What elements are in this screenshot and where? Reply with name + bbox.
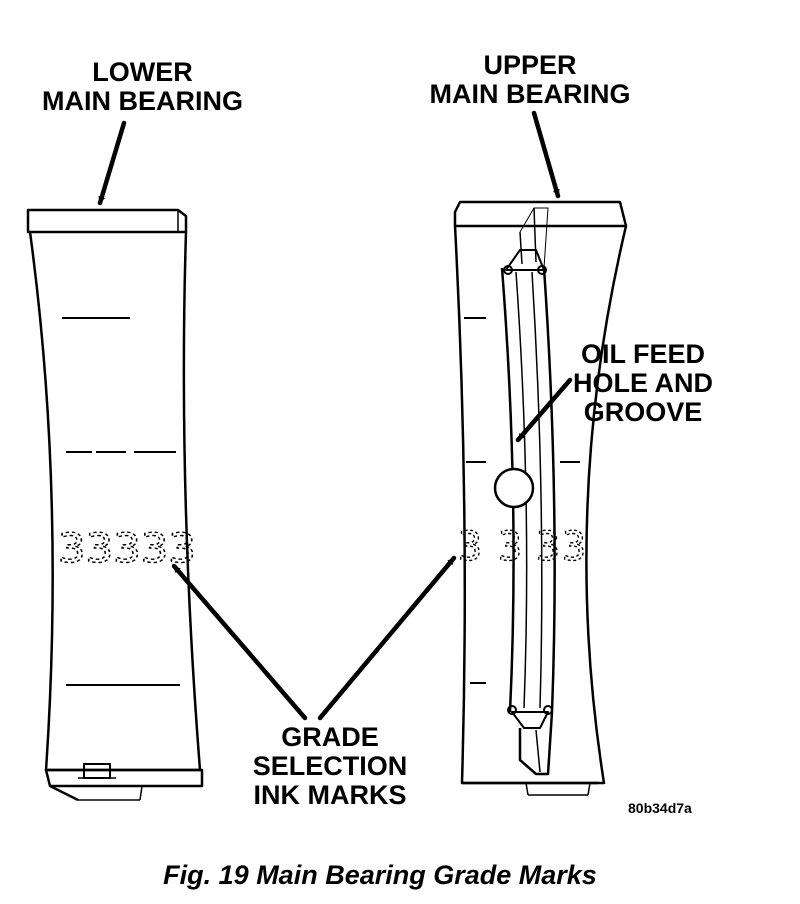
svg-text:3: 3 bbox=[536, 524, 560, 570]
oil-feed-label: OIL FEED HOLE AND GROOVE bbox=[573, 339, 713, 427]
svg-text:3: 3 bbox=[458, 524, 482, 570]
upper-main-bearing bbox=[453, 200, 628, 796]
leader-arrows bbox=[97, 110, 573, 721]
reference-code: 80b34d7a bbox=[628, 800, 692, 816]
grade-selection-label: GRADE SELECTION INK MARKS bbox=[252, 722, 408, 810]
lower-main-bearing-label: LOWER MAIN BEARING bbox=[42, 57, 243, 116]
grade-leader-left bbox=[171, 563, 308, 721]
figure-caption: Fig. 19 Main Bearing Grade Marks bbox=[163, 860, 597, 890]
lower-main-bearing bbox=[26, 208, 204, 802]
upper-bearing-leader bbox=[531, 110, 561, 199]
svg-text:3: 3 bbox=[562, 524, 586, 570]
svg-text:3: 3 bbox=[498, 524, 522, 570]
oil-feed-hole bbox=[493, 467, 535, 509]
oil-feed-leader bbox=[515, 377, 573, 443]
grade-leader-right bbox=[317, 555, 457, 721]
upper-ink-marks: 3 3 3 3 bbox=[457, 523, 586, 570]
upper-main-bearing-label: UPPER MAIN BEARING bbox=[429, 50, 631, 109]
lower-bearing-leader bbox=[97, 120, 127, 206]
